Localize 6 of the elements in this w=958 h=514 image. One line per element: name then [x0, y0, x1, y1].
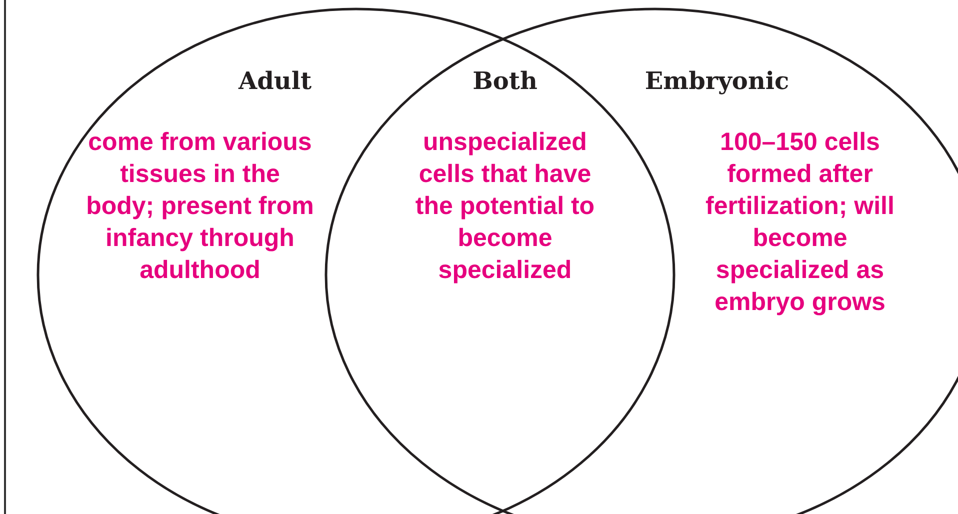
region-description: unspecialized cells that have the potential to become specialized: [414, 127, 596, 286]
circle-description: come from various tissues in the body; present from infancy through adulthood: [85, 127, 315, 286]
region-heading: Both: [472, 66, 538, 95]
circle-heading: Embryonic: [644, 66, 790, 95]
circle-heading: Adult: [238, 66, 312, 95]
circle-description: 100–150 cells formed after fertilization; will become specialized as embryo grows: [704, 127, 896, 318]
